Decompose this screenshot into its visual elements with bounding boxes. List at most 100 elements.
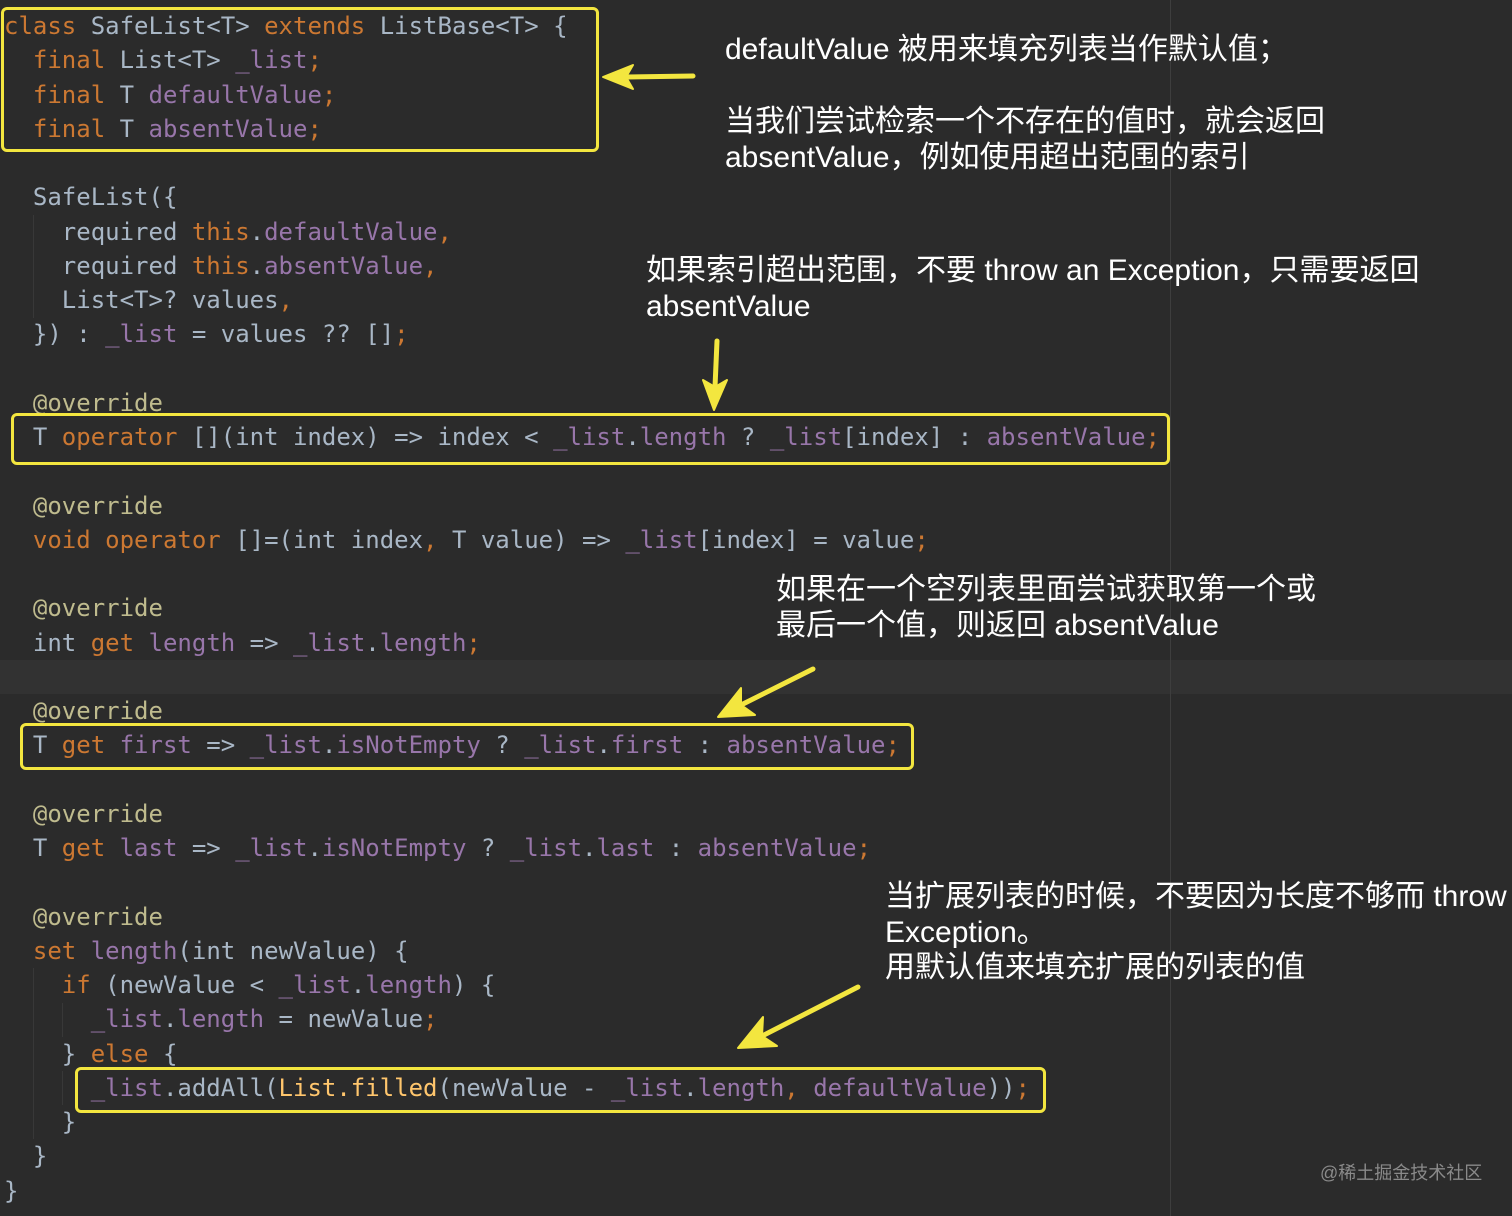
- code-line: class SafeList<T> extends ListBase<T> {: [4, 9, 1194, 43]
- keyword-token: get: [90, 628, 135, 657]
- code-line: final T absentValue;: [4, 112, 1194, 146]
- field-token: last: [596, 834, 655, 862]
- code-line: if (newValue < _list.length) {: [4, 968, 1194, 1002]
- code-text: (int newValue) {: [177, 936, 409, 965]
- code-text: []=(int index: [220, 525, 424, 554]
- field-token: first: [610, 731, 684, 760]
- code-line: _list.length = newValue;: [4, 1002, 1194, 1036]
- code-line: T operator [](int index) => index < _lis…: [4, 420, 1194, 454]
- code-line: @override: [4, 900, 1194, 934]
- code-line: required this.defaultValue,: [4, 215, 1194, 249]
- code-text: .: [350, 971, 366, 999]
- code-text: =>: [191, 731, 250, 760]
- annotation-text-line: 如果在一个空列表里面尝试获取第一个或: [776, 573, 1316, 606]
- keyword-token: void: [32, 525, 91, 554]
- annotation-empty-list: 如果在一个空列表里面尝试获取第一个或 最后一个值，则返回 absentValue: [776, 572, 1506, 644]
- keyword-token: final: [32, 46, 106, 75]
- field-token: _list: [235, 46, 308, 75]
- annotation-token: @override: [32, 902, 163, 931]
- code-line: }: [4, 1174, 1194, 1208]
- annotation-text-line: 如果索引超出范围，不要 throw an Exception，只需要返回: [646, 254, 1420, 287]
- code-line: required this.absentValue,: [4, 249, 1194, 283]
- code-text: = newValue: [264, 1005, 424, 1034]
- annotation-default-value: defaultValue 被用来填充列表当作默认值；: [725, 32, 1505, 68]
- field-token: length: [365, 971, 452, 999]
- annotation-text-line: absentValue: [646, 290, 811, 323]
- keyword-token: set: [32, 936, 77, 965]
- punctuation-token: ,: [423, 525, 438, 554]
- punctuation-token: ;: [914, 525, 929, 554]
- annotation-index-out-of-range: 如果索引超出范围，不要 throw an Exception，只需要返回 abs…: [646, 253, 1506, 325]
- code-line: _list.addAll(List.filled(newValue - _lis…: [4, 1071, 1194, 1105]
- field-token: length: [697, 1073, 785, 1102]
- code-text: .: [321, 731, 337, 760]
- field-token: length: [90, 936, 178, 965]
- code-text: ListBase<T> {: [365, 12, 568, 40]
- code-line: }: [4, 1139, 1194, 1173]
- code-text: }: [4, 1142, 48, 1171]
- code-text: }) :: [4, 320, 106, 349]
- highlight-box-index-operator: [11, 413, 1170, 465]
- code-line: }: [4, 1105, 1194, 1139]
- punctuation-token: ;: [307, 114, 322, 143]
- code-text: List<T>? values: [4, 286, 279, 314]
- code-text: required: [4, 251, 192, 280]
- field-token: _list: [90, 1005, 163, 1034]
- annotation-text-line: absentValue，例如使用超出范围的索引: [725, 141, 1250, 174]
- code-text: .: [162, 1005, 178, 1034]
- code-text: (newValue <: [90, 971, 279, 999]
- code-text: T: [105, 80, 149, 109]
- field-token: _list: [509, 834, 583, 862]
- code-text: SafeList({: [4, 183, 178, 212]
- code-text: =>: [235, 628, 294, 657]
- code-text: .: [307, 834, 322, 862]
- code-text: .addAll(: [162, 1073, 279, 1102]
- code-text: .: [596, 731, 611, 760]
- code-text: SafeList<T>: [76, 12, 265, 40]
- highlight-box-add-all: [75, 1067, 1046, 1113]
- code-text-area[interactable]: class SafeList<T> extends ListBase<T> { …: [4, 9, 1194, 1208]
- code-line: @override: [4, 386, 1194, 420]
- keyword-token: operator: [105, 525, 221, 554]
- code-text: .: [582, 834, 597, 862]
- punctuation-token: ,: [437, 217, 452, 246]
- annotation-token: @override: [32, 697, 163, 725]
- code-text: .: [249, 217, 265, 246]
- code-text: [](int index) => index <: [177, 423, 554, 451]
- field-token: absentValue: [726, 731, 886, 760]
- field-token: _list: [610, 1073, 684, 1102]
- punctuation-token: ;: [1015, 1073, 1030, 1102]
- punctuation-token: ;: [307, 46, 322, 75]
- field-token: isNotEmpty: [336, 731, 481, 760]
- code-line: @override: [4, 591, 1194, 625]
- code-text: .: [625, 423, 640, 451]
- field-token: length: [177, 1005, 265, 1034]
- code-text: T: [4, 731, 62, 760]
- indent-guide: [62, 1003, 63, 1037]
- annotation-token: @override: [32, 799, 163, 828]
- keyword-token: get: [61, 731, 106, 760]
- keyword-token: else: [90, 1039, 149, 1068]
- code-line: SafeList({: [4, 180, 1194, 214]
- code-text: .: [365, 628, 380, 657]
- code-line: }) : _list = values ?? [];: [4, 317, 1194, 351]
- keyword-token: extends: [264, 12, 366, 40]
- punctuation-token: ;: [423, 1005, 438, 1034]
- annotation-absent-value: 当我们尝试检索一个不存在的值时，就会返回 absentValue，例如使用超出范…: [725, 104, 1505, 176]
- code-text: [index] = value: [697, 525, 915, 554]
- method-token: List.filled: [278, 1073, 438, 1102]
- code-text: T: [4, 834, 62, 862]
- field-token: length: [639, 423, 727, 451]
- field-token: absentValue: [697, 834, 857, 862]
- code-line: @override: [4, 489, 1194, 523]
- field-token: length: [148, 628, 236, 657]
- code-text: =>: [177, 834, 236, 862]
- field-token: defaultValue: [813, 1073, 987, 1102]
- code-line: T get first => _list.isNotEmpty ? _list.…: [4, 728, 1194, 762]
- code-text: .: [249, 251, 265, 280]
- code-line: List<T>? values,: [4, 283, 1194, 317]
- code-text: {: [148, 1039, 178, 1068]
- code-text: ?: [726, 423, 770, 451]
- field-token: _list: [769, 423, 843, 451]
